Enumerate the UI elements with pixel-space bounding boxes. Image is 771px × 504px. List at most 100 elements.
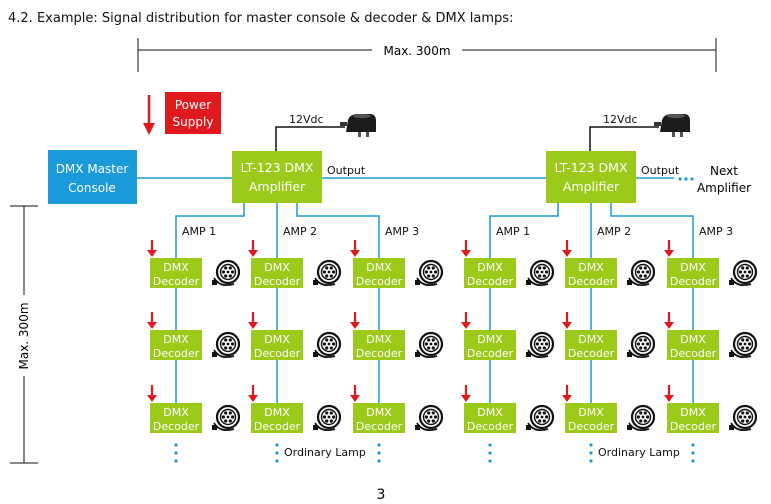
decoder-box	[667, 403, 719, 433]
red-arrow-icon	[562, 385, 572, 402]
decoder-line1: DMX	[366, 406, 392, 419]
decoder-line1: DMX	[477, 261, 503, 274]
amplifier-line2: Amplifier	[563, 179, 620, 194]
heading: 4.2. Example: Signal distribution for ma…	[8, 11, 513, 26]
amp-branch-line	[175, 203, 245, 258]
decoder-box	[150, 403, 202, 433]
next-amplifier-line1: Next	[710, 164, 738, 178]
decoder-box	[150, 258, 202, 288]
red-arrow-icon	[248, 385, 258, 402]
decoder-line2: Decoder	[254, 275, 301, 288]
decoder-line2: Decoder	[153, 347, 200, 360]
decoder-line2: Decoder	[467, 420, 514, 433]
decoder-line2: Decoder	[356, 420, 403, 433]
decoder-line1: DMX	[680, 261, 706, 274]
master-console-box	[48, 150, 137, 204]
decoder-line1: DMX	[163, 406, 189, 419]
decoder-line2: Decoder	[254, 420, 301, 433]
page-number: 3	[377, 487, 386, 503]
decoder-box	[251, 258, 303, 288]
decoder-line2: Decoder	[568, 420, 615, 433]
ordinary-lamp-label: Ordinary Lamp	[598, 446, 680, 459]
power-supply: Power Supply	[143, 92, 221, 135]
red-arrow-icon	[248, 240, 258, 257]
red-arrow-icon	[350, 240, 360, 257]
decoder-box	[353, 258, 405, 288]
dmx-lamp-icon	[627, 404, 656, 432]
dmx-lamp-icon	[526, 259, 555, 287]
red-arrow-icon	[350, 385, 360, 402]
decoder-line2: Decoder	[467, 275, 514, 288]
amplifier-box	[546, 151, 636, 203]
dmx-lamp-icon	[313, 331, 342, 359]
dmx-lamp-icon	[729, 404, 758, 432]
decoder-line2: Decoder	[568, 275, 615, 288]
red-arrow-icon	[562, 312, 572, 329]
decoder-box	[251, 403, 303, 433]
dmx-lamp-icon	[415, 259, 444, 287]
amplifier-line1: LT-123 DMX	[554, 160, 627, 175]
vertical-dimension: Max. 300m	[10, 205, 38, 464]
master-console-line1: DMX Master	[56, 162, 129, 176]
amp-branch-line	[610, 203, 694, 258]
amp-branch-line	[296, 203, 380, 258]
decoder-box	[150, 330, 202, 360]
decoder-line2: Decoder	[670, 275, 717, 288]
amp-branch-line	[489, 203, 559, 258]
ordinary-lamp-label: Ordinary Lamp	[284, 446, 366, 459]
decoder-line1: DMX	[578, 333, 604, 346]
decoder-box	[353, 330, 405, 360]
dmx-lamp-icon	[526, 331, 555, 359]
red-arrow-icon	[461, 240, 471, 257]
dmx-lamp-icon	[212, 259, 241, 287]
output-label: Output	[327, 164, 366, 177]
decoder-box	[565, 330, 617, 360]
power-supply-line2: Supply	[173, 115, 214, 129]
red-arrow-icon	[664, 312, 674, 329]
dmx-lamp-icon	[313, 404, 342, 432]
decoder-box	[565, 258, 617, 288]
decoder-line2: Decoder	[670, 420, 717, 433]
amp-label-3: AMP 3	[385, 225, 419, 238]
decoder-box	[464, 258, 516, 288]
continuation-dots	[174, 443, 178, 463]
decoder-line2: Decoder	[254, 347, 301, 360]
dmx-lamp-icon	[729, 259, 758, 287]
output-label: Output	[641, 164, 680, 177]
decoder-line2: Decoder	[153, 275, 200, 288]
dmx-lamp-icon	[729, 331, 758, 359]
amp-label-1: AMP 1	[182, 225, 216, 238]
red-arrow-icon	[147, 312, 157, 329]
red-arrow-icon	[143, 123, 155, 135]
decoder-line1: DMX	[264, 333, 290, 346]
dmx-lamp-icon	[212, 404, 241, 432]
decoder-line2: Decoder	[153, 420, 200, 433]
decoder-line1: DMX	[366, 261, 392, 274]
decoder-line1: DMX	[163, 261, 189, 274]
horizontal-dimension: Max. 300m	[137, 38, 717, 72]
power-adapter-icon	[654, 114, 690, 137]
horizontal-dimension-label: Max. 300m	[383, 44, 450, 58]
amplifier-box	[232, 151, 322, 203]
power-supply-box	[165, 92, 221, 134]
decoder-line2: Decoder	[568, 347, 615, 360]
decoder-line2: Decoder	[356, 347, 403, 360]
decoder-line1: DMX	[366, 333, 392, 346]
dmx-lamp-icon	[313, 259, 342, 287]
red-arrow-icon	[664, 385, 674, 402]
decoder-box	[353, 403, 405, 433]
amp-label-2: AMP 2	[597, 225, 631, 238]
amp-label-3: AMP 3	[699, 225, 733, 238]
decoder-line1: DMX	[477, 333, 503, 346]
decoder-box	[464, 330, 516, 360]
red-arrow-icon	[461, 385, 471, 402]
power-supply-line1: Power	[175, 98, 211, 112]
decoder-box	[667, 258, 719, 288]
power-label: 12Vdc	[289, 113, 324, 126]
continuation-dots	[589, 443, 593, 463]
dmx-lamp-icon	[526, 404, 555, 432]
red-arrow-icon	[562, 240, 572, 257]
